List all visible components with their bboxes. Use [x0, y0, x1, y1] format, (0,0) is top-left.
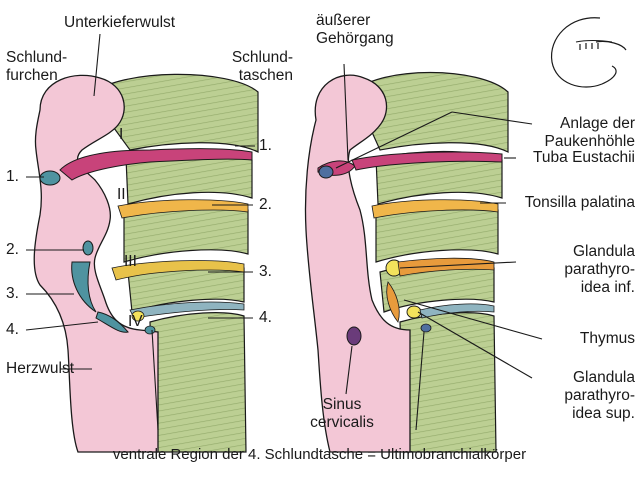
embryo-thumbnail-icon	[552, 18, 626, 87]
taschen-number-3: 3.	[259, 263, 272, 281]
bottom-caption: ventrale Region der 4. Schlundtasche = U…	[0, 446, 639, 464]
label-aeusserer-line1: äußerer	[316, 12, 370, 30]
label-schlundfurchen-line2: furchen	[6, 67, 58, 85]
furchen-number-3: 3.	[6, 285, 19, 303]
label-tonsilla-palatina: Tonsilla palatina	[525, 194, 635, 212]
label-schlundtaschen-line1: Schlund-	[232, 49, 293, 67]
taschen-number-2: 2.	[259, 196, 272, 214]
label-sinus-line1: Sinus	[300, 396, 384, 414]
arch-numeral-2: II	[117, 186, 126, 204]
label-gl-sup-line1: Glandula	[573, 369, 635, 387]
label-schlundtaschen-line2: taschen	[239, 67, 293, 85]
label-gl-inf-line1: Glandula	[573, 243, 635, 261]
furchen-number-1: 1.	[6, 168, 19, 186]
arch-numeral-4: IV	[128, 313, 143, 331]
label-unterkieferwulst: Unterkieferwulst	[64, 14, 175, 32]
arch-numeral-1: I	[119, 126, 123, 144]
label-tuba-eustachii: Tuba Eustachii	[533, 149, 635, 167]
label-thymus: Thymus	[580, 330, 635, 348]
label-gl-inf-line3: idea inf.	[581, 279, 635, 297]
furchen-number-2: 2.	[6, 241, 19, 259]
arch-numeral-3: III	[124, 253, 137, 271]
left-embryo-figure	[34, 74, 258, 452]
label-aeusserer-line2: Gehörgang	[316, 30, 394, 48]
label-schlundfurchen-line1: Schlund-	[6, 49, 67, 67]
label-sinus-line2: cervicalis	[300, 414, 384, 432]
furchen-number-4: 4.	[6, 321, 19, 339]
label-gl-inf-line2: parathyro-	[564, 261, 635, 279]
taschen-number-4: 4.	[259, 309, 272, 327]
label-gl-sup-line2: parathyro-	[564, 387, 635, 405]
label-herzwulst: Herzwulst	[6, 360, 74, 378]
taschen-number-1: 1.	[259, 137, 272, 155]
label-anlage-line1: Anlage der	[560, 115, 635, 133]
label-gl-sup-line3: idea sup.	[572, 405, 635, 423]
